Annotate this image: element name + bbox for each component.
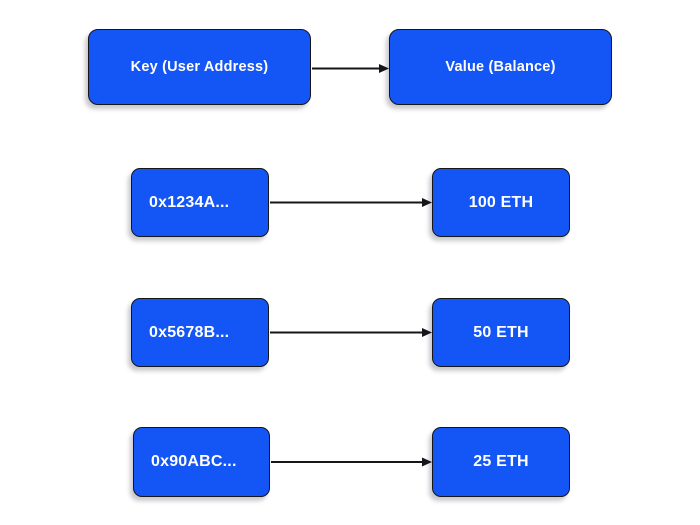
value-label-2: 25 ETH bbox=[473, 453, 529, 470]
value-node-2[interactable]: 25 ETH bbox=[432, 427, 570, 497]
arrow-icon-row-0 bbox=[270, 198, 432, 207]
header-key-label: Key (User Address) bbox=[130, 59, 269, 75]
arrow-icon-header bbox=[312, 64, 389, 73]
value-node-0[interactable]: 100 ETH bbox=[432, 168, 570, 237]
arrow-icon-row-1 bbox=[270, 328, 432, 337]
header-value-node[interactable]: Value (Balance) bbox=[389, 29, 612, 105]
value-label-1: 50 ETH bbox=[473, 323, 529, 341]
key-label-1: 0x5678B... bbox=[149, 323, 230, 341]
key-label-0: 0x1234A... bbox=[149, 193, 230, 211]
key-node-0[interactable]: 0x1234A... bbox=[131, 168, 269, 237]
header-key-node[interactable]: Key (User Address) bbox=[88, 29, 311, 105]
value-node-1[interactable]: 50 ETH bbox=[432, 298, 570, 367]
key-node-2[interactable]: 0x90ABC... bbox=[133, 427, 270, 497]
key-node-1[interactable]: 0x5678B... bbox=[131, 298, 269, 367]
key-label-2: 0x90ABC... bbox=[151, 453, 237, 470]
value-label-0: 100 ETH bbox=[468, 193, 534, 211]
arrow-icon-row-2 bbox=[271, 457, 432, 467]
header-value-label: Value (Balance) bbox=[445, 59, 556, 75]
